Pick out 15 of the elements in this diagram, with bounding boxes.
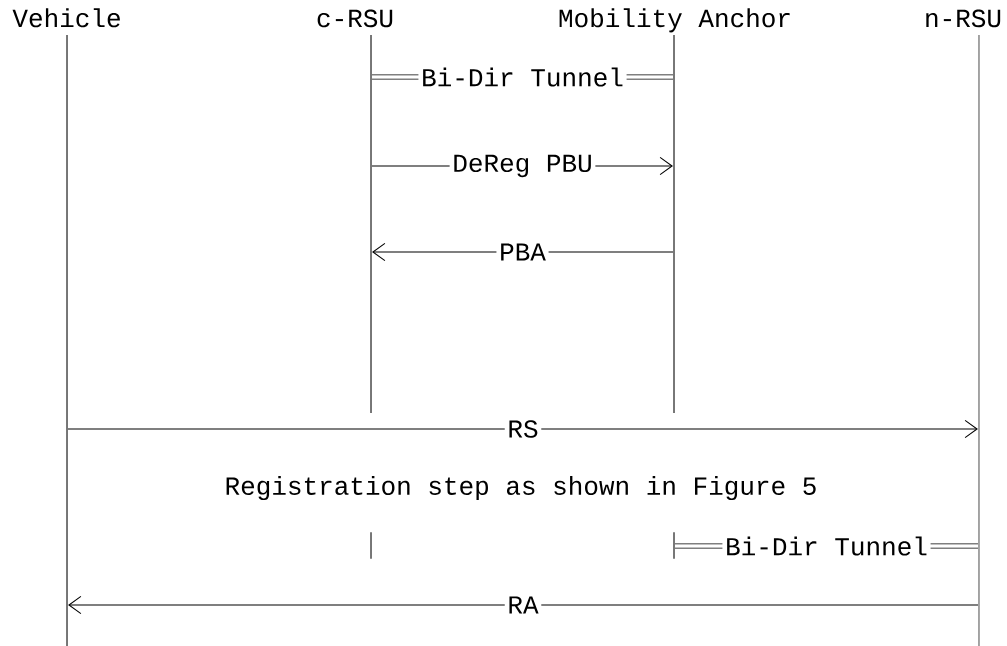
- lifeline-segment: [673, 532, 675, 559]
- participant-label: Mobility Anchor: [559, 8, 790, 33]
- edge-label: Bi-Dir Tunnel: [722, 533, 931, 559]
- lifeline-segment: [370, 532, 372, 559]
- message-arrow: [68, 595, 979, 615]
- edge-label: RA: [504, 593, 542, 617]
- participant-label: n-RSU: [926, 9, 1001, 28]
- participant-label: c-RSU: [317, 9, 393, 28]
- participant-label: Vehicle: [12, 8, 120, 28]
- note-text: Registration step as shown in Figure 5: [226, 475, 816, 501]
- edge-label: Bi-Dir Tunnel: [418, 64, 627, 90]
- edge-label: PBA: [496, 240, 549, 264]
- message-arrow: [67, 419, 978, 439]
- edge-label: DeReg PBU: [449, 152, 596, 180]
- edge-label: RS: [504, 417, 542, 441]
